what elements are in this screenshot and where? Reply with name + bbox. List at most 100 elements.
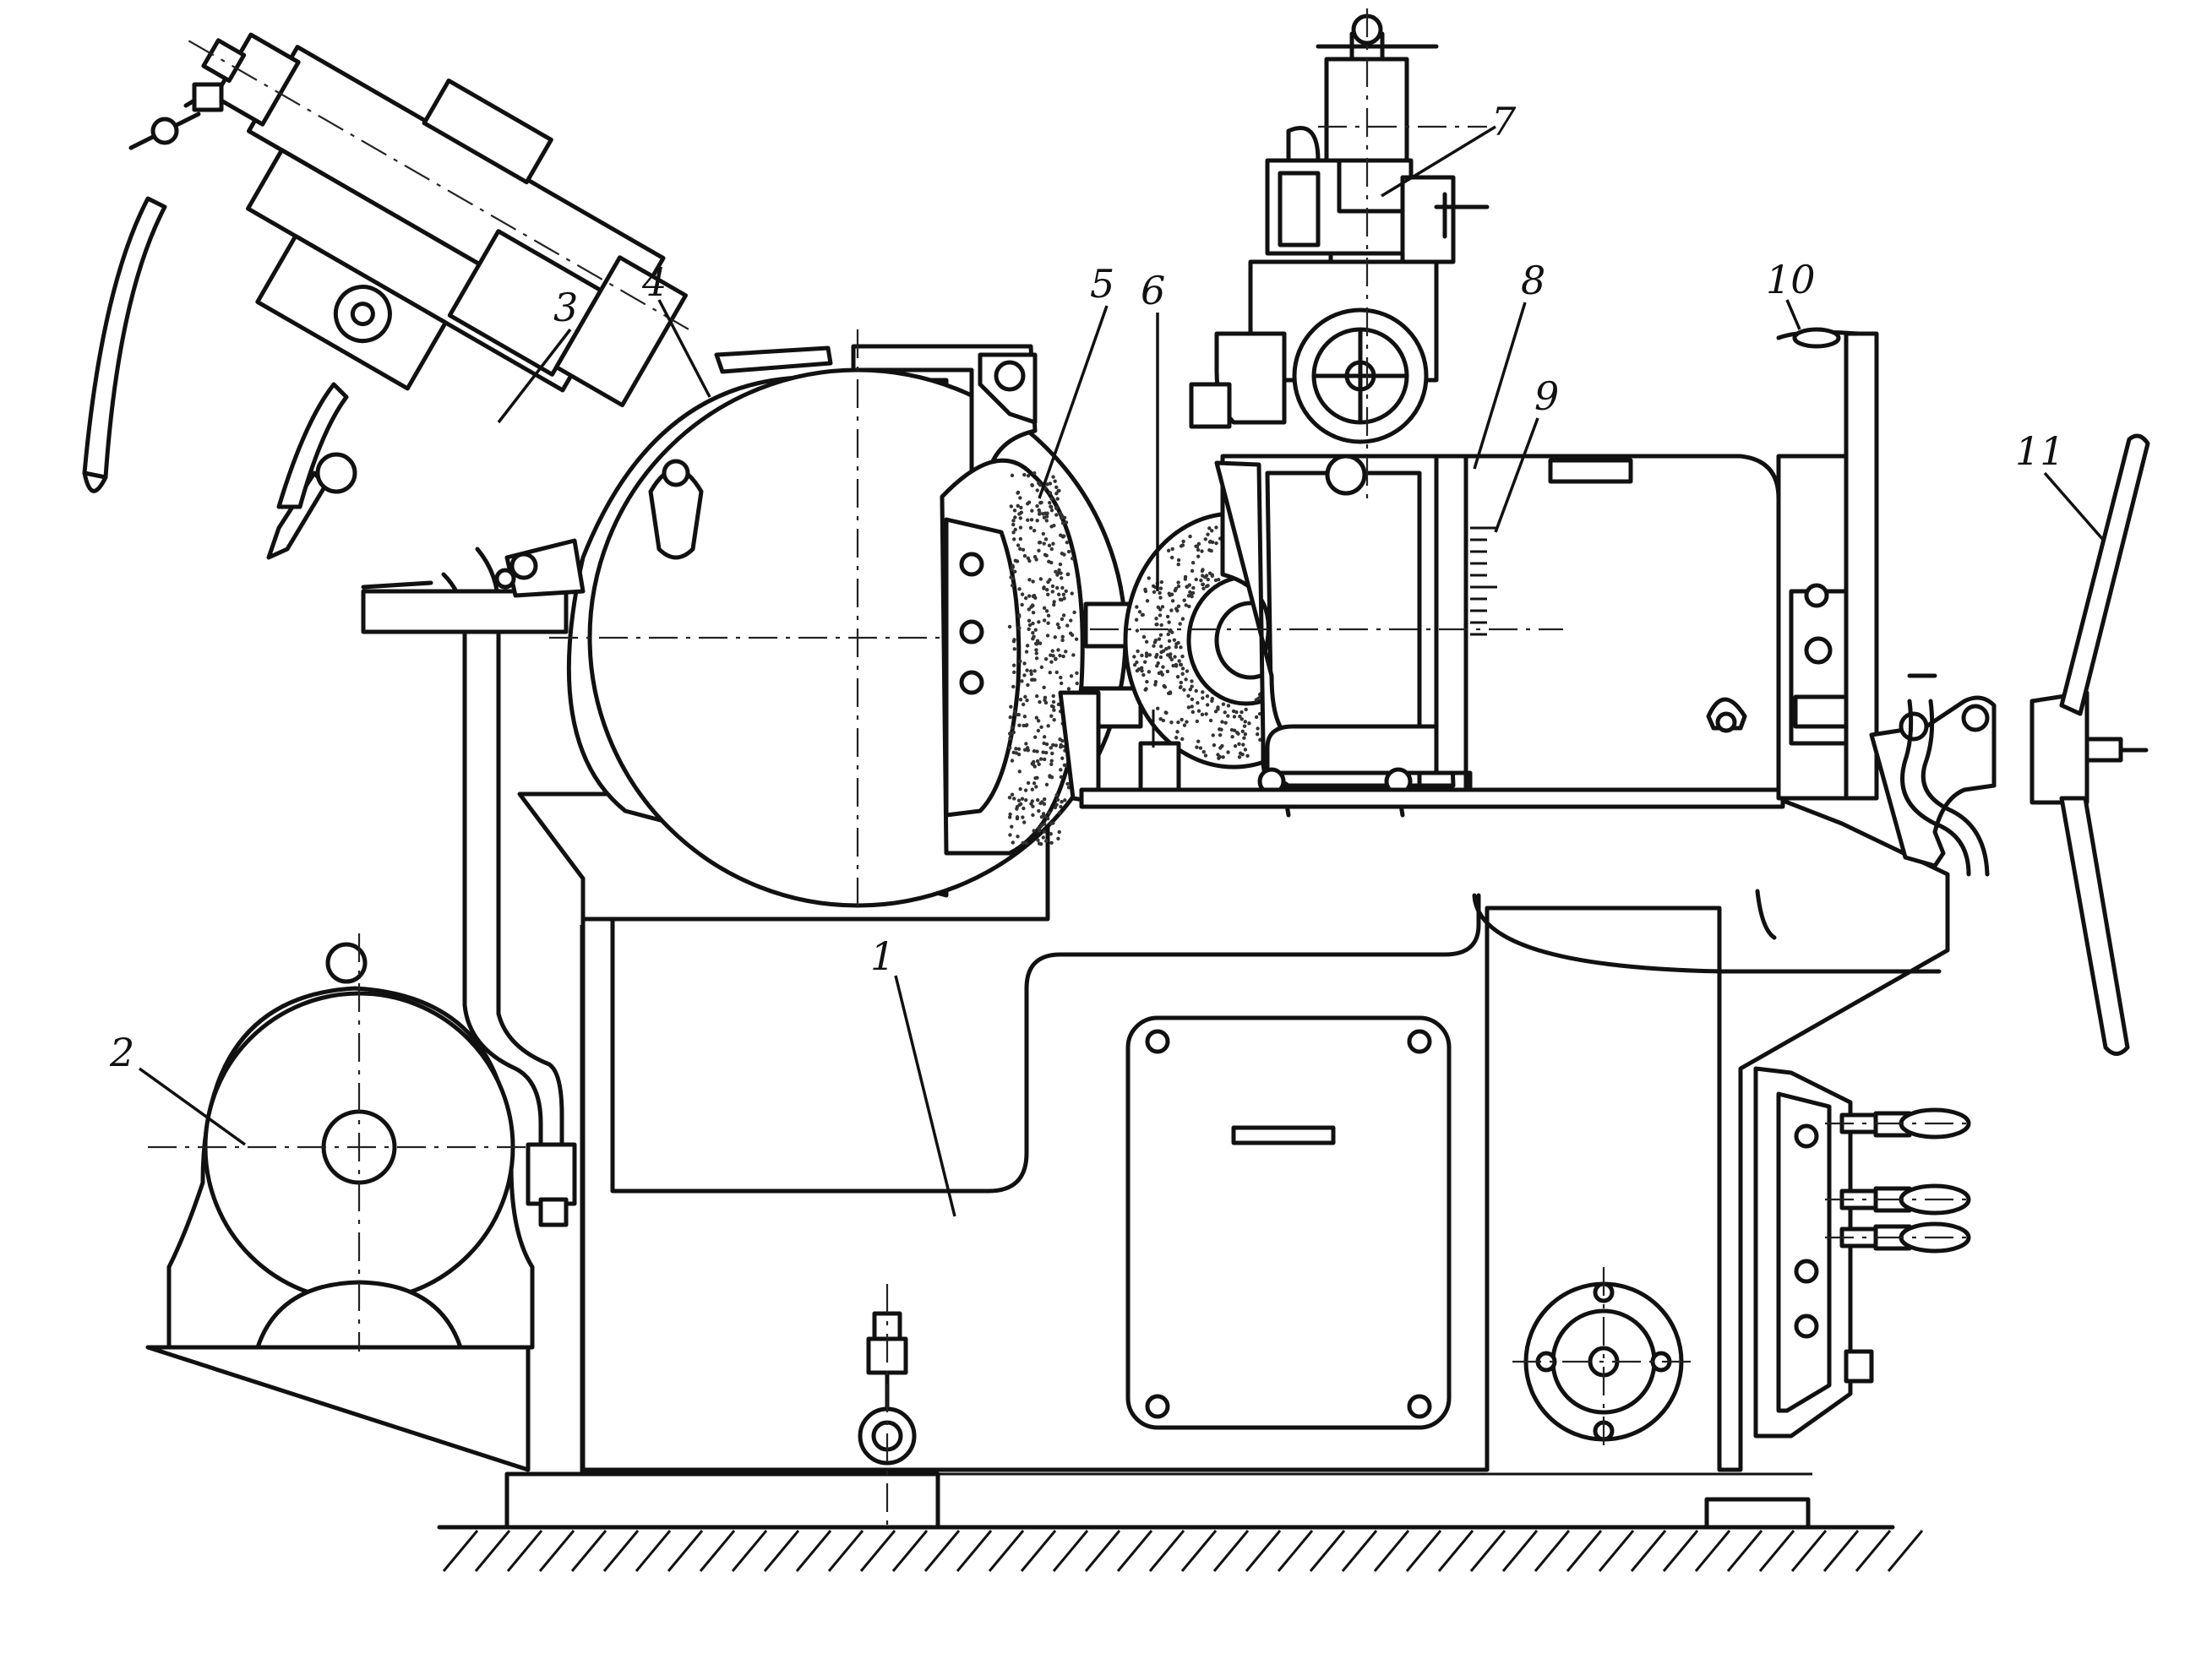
grit-dot	[1243, 720, 1248, 724]
grit-dot	[1153, 680, 1158, 684]
grit-dot	[1035, 797, 1040, 802]
grit-dot	[1057, 810, 1062, 815]
hatch-line	[795, 1530, 832, 1572]
grit-dot	[1023, 596, 1028, 601]
grit-dot	[1018, 659, 1022, 664]
grit-dot	[1185, 720, 1189, 724]
grit-dot	[1010, 759, 1015, 763]
grit-dot	[1190, 594, 1194, 599]
grit-dot	[1169, 657, 1174, 662]
grit-dot	[1011, 537, 1016, 541]
grit-dot	[1223, 710, 1227, 715]
grit-dot	[1055, 497, 1060, 501]
grit-dot	[1167, 620, 1171, 624]
grit-dot	[1174, 664, 1179, 668]
grit-dot	[1016, 491, 1020, 495]
feed-column	[1776, 327, 1879, 801]
grit-dot	[1211, 733, 1215, 737]
grit-dot	[1132, 662, 1137, 667]
grit-dot	[1020, 797, 1025, 801]
grit-dot	[1176, 580, 1180, 585]
hatch-line	[506, 1530, 543, 1572]
grit-dot	[1012, 670, 1016, 675]
grit-dot	[1020, 679, 1024, 683]
grit-dot	[1064, 650, 1068, 654]
grit-dot	[1208, 718, 1213, 723]
grit-dot	[1058, 562, 1063, 567]
grit-dot	[1185, 669, 1190, 673]
grit-dot	[1022, 715, 1027, 719]
grit-dot	[1242, 736, 1246, 740]
grit-dot	[1027, 618, 1032, 623]
grit-dot	[1206, 577, 1211, 582]
grit-dot	[1164, 710, 1169, 715]
grit-dot	[1034, 651, 1038, 655]
grit-dot	[1180, 654, 1185, 659]
grit-dot	[1213, 578, 1218, 583]
callout-10: 10	[1766, 257, 1816, 302]
wheel-dresser-attachment	[82, 32, 695, 634]
grit-dot	[1029, 518, 1034, 522]
grit-dot	[1037, 828, 1042, 833]
grit-dot	[1048, 491, 1053, 495]
grit-dot	[1049, 759, 1054, 763]
hatch-line	[699, 1530, 736, 1572]
grit-dot	[1063, 798, 1067, 802]
grit-dot	[1043, 700, 1049, 705]
grit-dot	[1042, 685, 1046, 690]
grit-dot	[1141, 634, 1147, 639]
grit-dot	[1158, 717, 1163, 721]
grit-dot	[1030, 761, 1034, 766]
grit-dot	[1201, 696, 1205, 700]
grit-dot	[1199, 578, 1203, 583]
grit-dot	[1201, 582, 1206, 586]
grit-dot	[1016, 503, 1020, 509]
grit-dot	[1018, 547, 1022, 552]
grit-dot	[1065, 781, 1070, 786]
grit-dot	[1223, 721, 1228, 725]
grit-dot	[1038, 540, 1043, 545]
grit-dot	[1185, 585, 1189, 589]
grit-dot	[1055, 797, 1060, 802]
grit-dot	[1061, 592, 1066, 597]
grit-dot	[1186, 705, 1191, 710]
grit-dot	[1218, 732, 1223, 737]
grit-dot	[1194, 688, 1198, 694]
grit-dot	[1027, 607, 1032, 612]
grit-dot	[1021, 815, 1025, 819]
grit-dot	[1012, 710, 1017, 714]
grit-dot	[1035, 488, 1039, 492]
hatch-line	[538, 1530, 575, 1572]
grit-dot	[1154, 617, 1158, 621]
grit-dot	[1057, 568, 1061, 573]
grit-dot	[1043, 695, 1048, 699]
callout-4: 4	[641, 259, 667, 305]
grit-dot	[1060, 585, 1065, 590]
grit-dot	[1143, 688, 1147, 692]
grit-dot	[1045, 511, 1049, 515]
grit-dot	[1028, 525, 1033, 530]
grit-dot	[1047, 811, 1052, 815]
hatch-line	[1469, 1530, 1506, 1572]
grit-dot	[1018, 496, 1022, 500]
grit-dot	[1203, 537, 1208, 541]
grit-dot	[1170, 599, 1175, 603]
hatch-line	[1309, 1530, 1346, 1572]
grit-dot	[1232, 728, 1237, 732]
grit-dot	[1056, 488, 1060, 493]
grit-dot	[1058, 737, 1062, 742]
grit-dot	[1176, 720, 1180, 725]
grit-dot	[1190, 561, 1196, 565]
grit-dot	[1177, 659, 1181, 663]
grit-dot	[1054, 656, 1058, 661]
grit-dot	[1013, 569, 1017, 574]
hatch-line	[1758, 1530, 1795, 1572]
hatch-line	[1020, 1530, 1057, 1572]
grit-dot	[1059, 681, 1064, 686]
grit-dot	[1201, 568, 1205, 572]
callout-3: 3	[553, 285, 578, 330]
grit-dot	[1157, 671, 1162, 676]
hatch-line	[1084, 1530, 1121, 1572]
grit-dot	[1026, 518, 1030, 522]
grit-dot	[1207, 548, 1212, 552]
